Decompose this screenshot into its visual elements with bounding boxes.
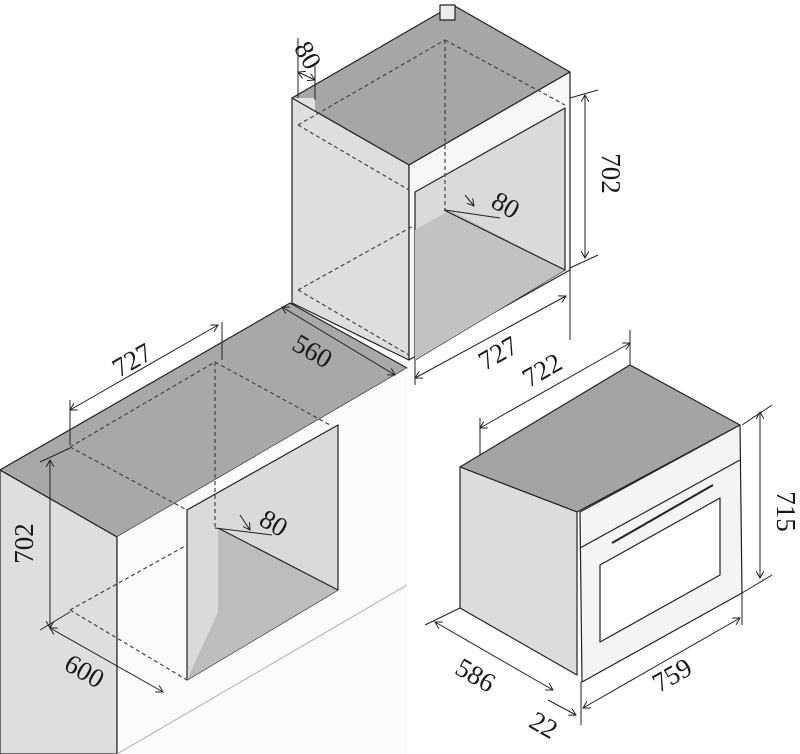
dimension-lines (39, 38, 773, 725)
tall-opening-height-label: 702 (595, 153, 626, 194)
oven-height-label: 715 (770, 491, 800, 532)
tall-cabinet (291, 4, 571, 361)
oven (459, 364, 743, 683)
base-cabinet (0, 302, 408, 754)
base-opening-height-label: 702 (8, 523, 39, 564)
